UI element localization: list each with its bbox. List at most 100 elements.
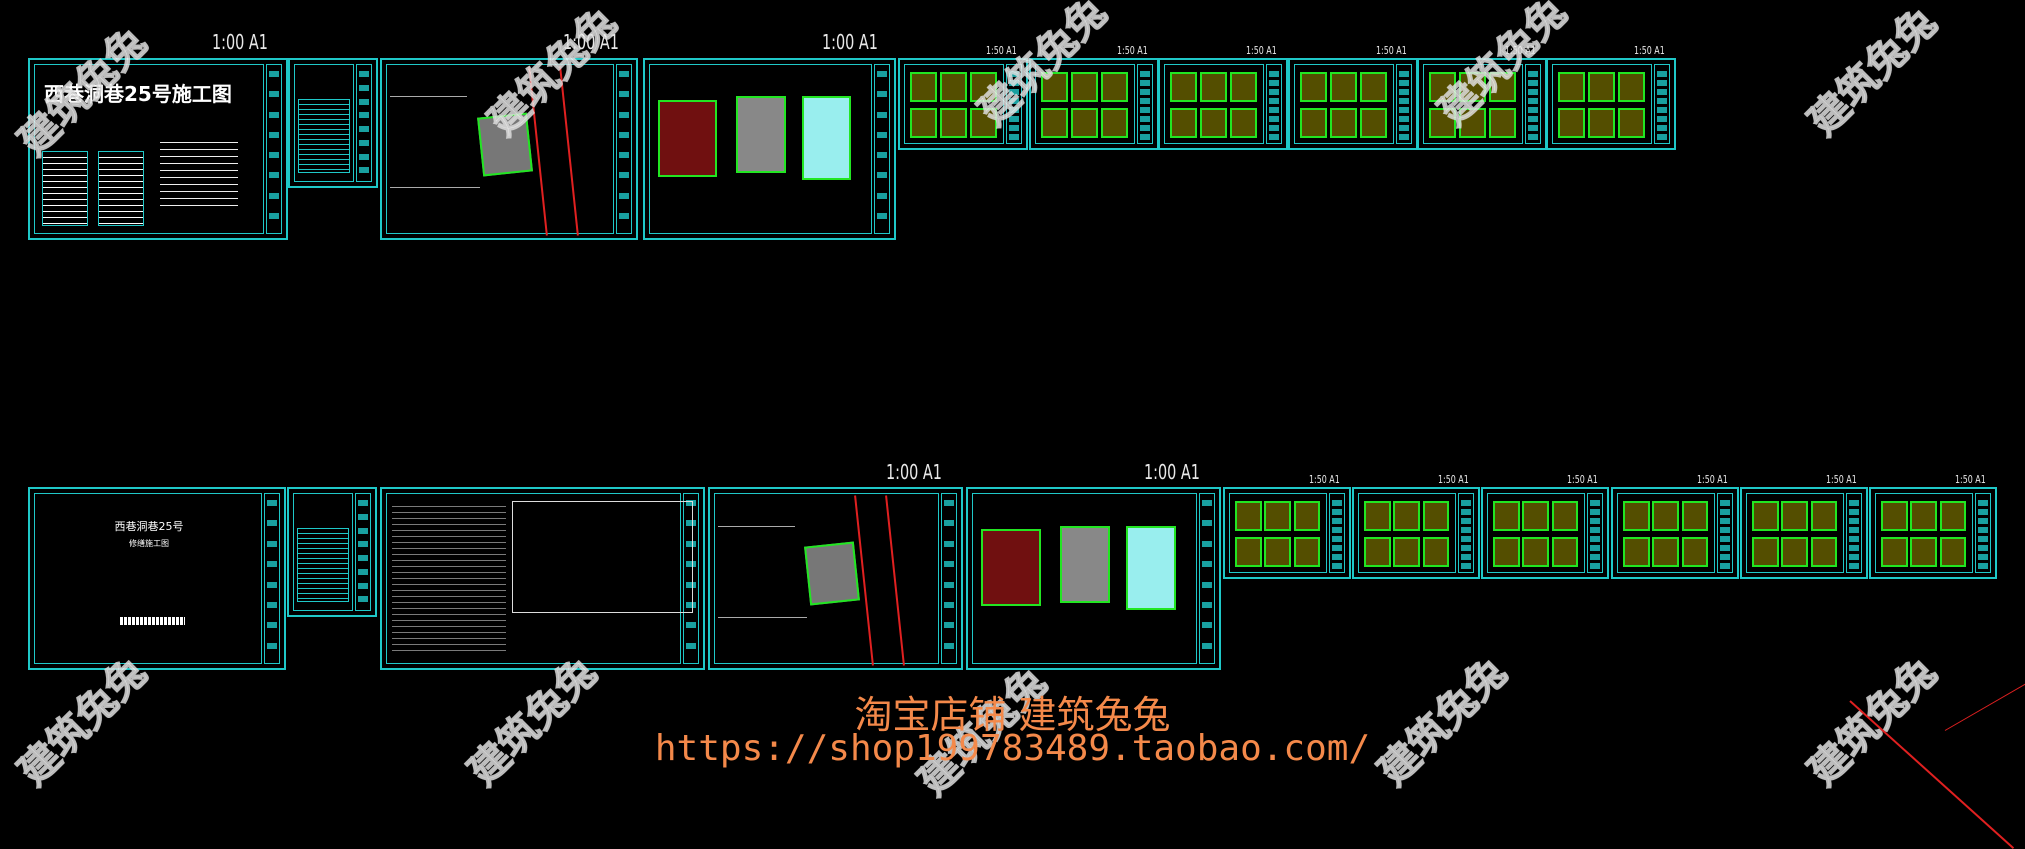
title-block: [1137, 64, 1153, 144]
drawing-element: [1752, 537, 1779, 567]
title-block: [355, 493, 371, 611]
title-block: [1329, 493, 1345, 573]
drawing-element: [910, 108, 938, 138]
drawing-element: [1652, 537, 1679, 567]
title-block: [874, 64, 890, 234]
drawing-element: [1618, 72, 1646, 102]
title-block: [616, 64, 632, 234]
drawing-element: [1558, 108, 1586, 138]
title-block: [1266, 64, 1282, 144]
drawing-sheet[interactable]: [380, 487, 705, 670]
drawing-element: [1493, 501, 1520, 531]
drawing-element: [1300, 108, 1328, 138]
drawing-sheet[interactable]: [288, 58, 378, 188]
drawing-element: [1459, 72, 1487, 102]
drawing-element: [1200, 108, 1228, 138]
drawing-sheet[interactable]: [1288, 58, 1418, 150]
drawing-element: [1101, 108, 1129, 138]
drawing-element: [1489, 108, 1517, 138]
scale-label: 1:50 A1: [1505, 44, 1536, 57]
scale-label: 1:00 A1: [212, 30, 268, 54]
cover-title: 西巷洞巷25号施工图: [44, 82, 232, 106]
scale-label: 1:50 A1: [1826, 473, 1857, 486]
drawing-element: [1558, 72, 1586, 102]
drawing-element: [1293, 537, 1321, 567]
drawing-element: [1235, 501, 1262, 531]
title-block: [941, 493, 957, 664]
sheet-frame: [714, 493, 939, 664]
drawing-element: [1230, 72, 1258, 102]
drawing-element: [120, 617, 185, 626]
drawing-element: [1810, 501, 1838, 531]
drawing-sheet[interactable]: [708, 487, 963, 670]
scale-label: 1:50 A1: [1697, 473, 1728, 486]
drawing-element: [718, 617, 808, 619]
drawing-sheet[interactable]: 西巷洞巷25号修缮施工图: [28, 487, 286, 670]
drawing-element: [1588, 72, 1616, 102]
drawing-element: [1810, 537, 1838, 567]
sheet-frame: [1875, 493, 1973, 573]
scale-label: 1:50 A1: [1567, 473, 1598, 486]
drawing-element: [1360, 108, 1388, 138]
drawing-sheet[interactable]: [1223, 487, 1351, 579]
cover-title: 西巷洞巷25号: [114, 520, 184, 534]
drawing-element: [1101, 72, 1129, 102]
drawing-sheet[interactable]: [1029, 58, 1159, 150]
drawing-element: [1071, 72, 1099, 102]
drawing-element: [1681, 501, 1709, 531]
drawing-element: [297, 528, 349, 602]
drawing-sheet[interactable]: [643, 58, 896, 240]
scale-label: 1:00 A1: [822, 30, 878, 54]
drawing-sheet[interactable]: [898, 58, 1028, 150]
drawing-sheet[interactable]: [380, 58, 638, 240]
sheet-frame: [1487, 493, 1585, 573]
drawing-element: [1393, 537, 1420, 567]
sheet-frame: [649, 64, 872, 234]
drawing-sheet[interactable]: [1481, 487, 1609, 579]
drawing-sheet[interactable]: [966, 487, 1221, 670]
sheet-frame: [1358, 493, 1456, 573]
drawing-element: [1170, 108, 1198, 138]
drawing-element: [1588, 108, 1616, 138]
drawing-sheet[interactable]: [1869, 487, 1997, 579]
shop-url-watermark: https://shop199783489.taobao.com/: [654, 728, 1371, 769]
title-block: [264, 493, 280, 664]
drawing-sheet[interactable]: [1546, 58, 1676, 150]
drawing-element: [1623, 501, 1650, 531]
drawing-element: [801, 96, 852, 181]
drawing-element: [1681, 537, 1709, 567]
scale-label: 1:50 A1: [1117, 44, 1148, 57]
drawing-element: [160, 136, 238, 210]
drawing-sheet[interactable]: [1158, 58, 1288, 150]
drawing-element: [1910, 537, 1937, 567]
drawing-element: [1293, 501, 1321, 531]
drawing-element: [1422, 501, 1450, 531]
sheet-frame: [293, 493, 353, 611]
cover-subtitle: 修缮施工图: [129, 539, 169, 549]
drawing-element: [1459, 108, 1487, 138]
drawing-element: [1522, 537, 1549, 567]
scale-label: 1:50 A1: [1376, 44, 1407, 57]
sheet-frame: [972, 493, 1197, 664]
drawing-element: [1126, 525, 1176, 611]
drawing-element: [1200, 72, 1228, 102]
scale-label: 1:50 A1: [1438, 473, 1469, 486]
drawing-element: [1781, 501, 1808, 531]
drawing-sheet[interactable]: [1417, 58, 1547, 150]
drawing-sheet[interactable]: [1611, 487, 1739, 579]
drawing-sheet[interactable]: [287, 487, 377, 617]
title-block: [1396, 64, 1412, 144]
title-block: [1006, 64, 1022, 144]
drawing-element: [1235, 537, 1262, 567]
drawing-element: [970, 72, 998, 102]
title-block: [1846, 493, 1862, 573]
drawing-element: [1300, 72, 1328, 102]
drawing-element: [910, 72, 938, 102]
drawing-sheet[interactable]: [1740, 487, 1868, 579]
drawing-element: [1230, 108, 1258, 138]
drawing-element: [1652, 501, 1679, 531]
drawing-sheet[interactable]: 西巷洞巷25号施工图: [28, 58, 288, 240]
drawing-sheet[interactable]: [1352, 487, 1480, 579]
drawing-element: [980, 529, 1041, 607]
